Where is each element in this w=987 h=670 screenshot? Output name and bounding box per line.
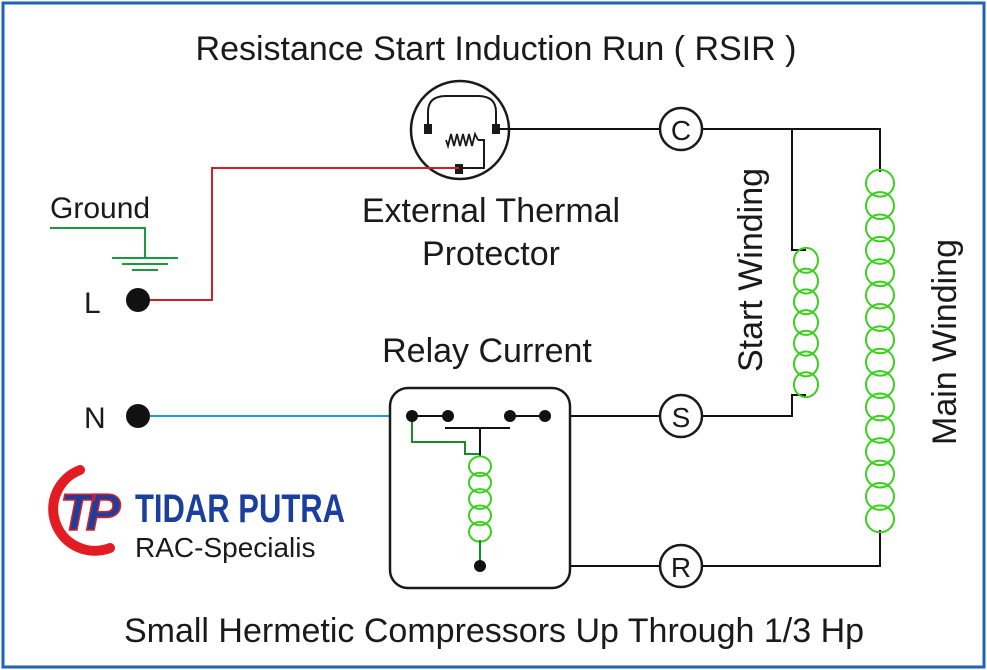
common-bus-wire — [703, 128, 881, 172]
main-winding-to-r-wire — [703, 530, 881, 567]
main-winding-coil — [865, 168, 896, 534]
external-thermal-protector — [409, 79, 511, 181]
diagram-title: Resistance Start Induction Run ( RSIR ) — [196, 30, 797, 68]
terminal-common: C — [658, 106, 704, 152]
line-label: L — [84, 287, 101, 320]
protector-label-line2: Protector — [422, 235, 560, 273]
ground-label: Ground — [50, 192, 150, 225]
terminal-common-label: C — [671, 115, 691, 146]
terminal-start: S — [658, 393, 704, 439]
relay-label: Relay Current — [382, 332, 592, 370]
current-relay — [388, 386, 572, 590]
logo-name: TIDAR PUTRA — [135, 487, 345, 531]
relay-coil — [468, 455, 493, 543]
diagram-footer: Small Hermetic Compressors Up Through 1/… — [124, 612, 864, 650]
logo-tagline: RAC-Specialis — [135, 532, 316, 563]
main-winding-label: Main Winding — [926, 239, 964, 445]
neutral-terminal — [126, 404, 150, 428]
logo-monogram: TP — [60, 484, 121, 542]
protector-label-line1: External Thermal — [362, 192, 620, 230]
line-terminal — [126, 288, 150, 312]
start-winding-coil — [793, 246, 820, 399]
logo-swoosh-icon — [48, 465, 115, 556]
ground-symbol — [50, 227, 178, 271]
terminal-run: R — [658, 543, 704, 589]
start-winding-label: Start Winding — [732, 168, 770, 372]
line-wire — [138, 167, 459, 301]
neutral-label: N — [84, 402, 106, 435]
terminal-run-label: R — [671, 552, 691, 583]
heater-element — [445, 131, 479, 150]
common-to-start-winding-wire — [791, 129, 806, 251]
terminal-start-label: S — [672, 402, 691, 433]
